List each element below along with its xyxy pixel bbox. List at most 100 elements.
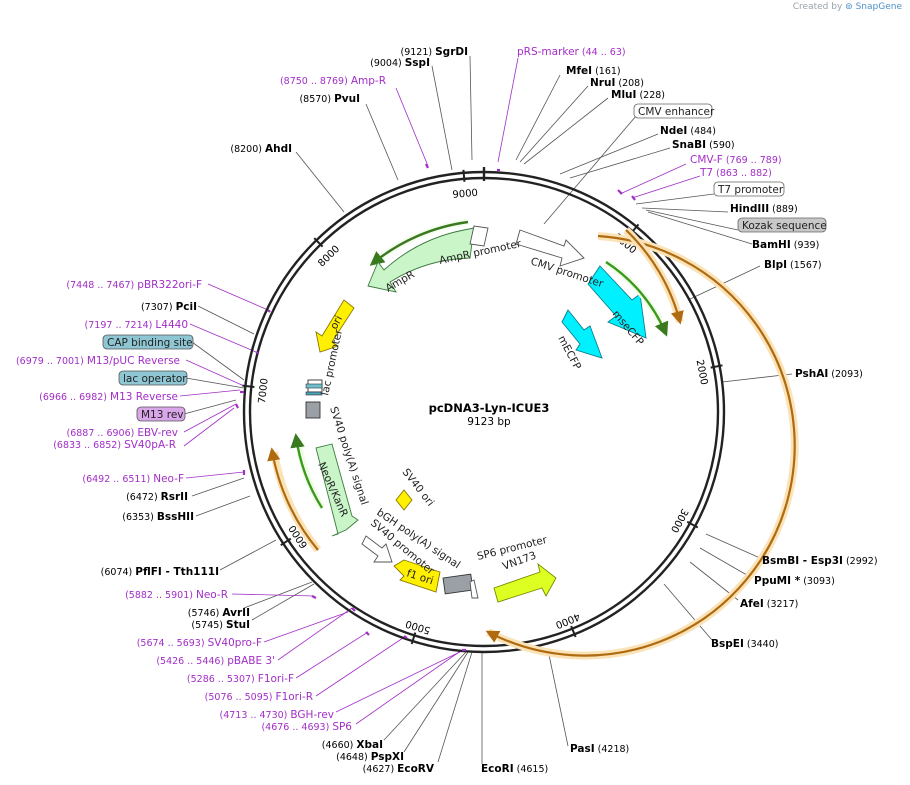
enzyme-27: (7307) PciI [141,301,197,313]
leader-bgh [335,649,465,713]
box-m13-rev: M13 rev [136,406,186,422]
leader-bsshii [195,495,251,517]
orange-orf-big [485,234,796,657]
primer-9: (6833 .. 6852) SV40pA-R [53,439,176,451]
enzyme-labels: (9121) SgrDI(9004) SspI(8570) PvuI(8200)… [101,46,878,775]
leader-t7 [631,175,701,199]
svg-text:M13 rev: M13 rev [141,409,184,421]
leader-t7-prom [635,193,715,205]
leader-l4440 [189,323,257,353]
enzyme-10: BamHI (939) [752,239,819,251]
enzyme-20: (4648) PspXI [336,751,404,763]
leader-pspxi [403,651,469,753]
boxed-labels: CMV enhancer T7 promoter Kozak sequence … [102,103,827,422]
enzyme-2: (8570) PvuI [299,93,360,105]
leader-pbabe [277,607,353,661]
lac-operator-block [305,391,323,396]
primer-markers [235,163,636,652]
leader-sspi [431,65,453,171]
leader-cmvf [619,163,687,195]
leader-ecorv [437,651,473,763]
bgh-polya-block [442,573,474,595]
tick-6000 [280,537,292,547]
enzyme-0: (9121) SgrDI [401,46,469,58]
primer-4: (7448 .. 7467) pBR322ori-F [66,279,202,291]
svg-text:T7 promoter: T7 promoter [717,184,784,196]
svg-text:Kozak sequence: Kozak sequence [742,220,827,232]
box-cmv-enhancer: CMV enhancer [633,103,715,119]
leader-stui [251,583,315,621]
tick-3000 [686,520,699,529]
leader-ebvrev [183,403,237,433]
primer-16: (4713 .. 4730) BGH-rev [220,709,334,721]
primer-mark-sv40 [235,403,239,409]
enzyme-8: SnaBI (590) [672,139,735,151]
primer-mark-pbr322 [267,309,271,313]
tick-9000 [462,169,466,182]
primer-mark-f1r [403,635,408,639]
svg-text:CMV enhancer: CMV enhancer [638,106,715,118]
primer-0: pRS-marker (44 .. 63) [517,46,626,58]
box-lac-operator: lac operator [118,370,188,386]
enzyme-24: (6074) PflFI - Tth111I [101,566,219,578]
primer-mark-neor [311,595,317,599]
leader-pflfi [219,539,277,571]
enzyme-13: BsmBI - Esp3I (2992) [762,555,878,567]
enzyme-12: PshAI (2093) [795,368,863,380]
enzyme-22: (5745) StuI [191,619,250,631]
mecfp-arrow [561,309,603,359]
leader-prs [497,57,519,163]
enzyme-25: (6353) BssHII [122,511,194,523]
tick-label-7000: 7000 [257,378,271,404]
tick-5000 [410,632,417,645]
leader-bspei [663,583,713,641]
leader-ndei [559,133,659,175]
tick-label-8000: 8000 [316,244,342,270]
plasmid-size: 9123 bp [467,416,511,428]
enzyme-19: (4627) EcoRV [363,763,435,775]
leader-hindiii [641,207,729,213]
sv40-polya-block [305,401,321,419]
neo-orf-arc [290,433,324,509]
enzyme-7: NdeI (484) [660,125,716,137]
vn173-arrow [493,562,557,603]
leader-pasi [547,649,569,747]
leader-kozak [645,209,739,231]
leader-m13puc [185,359,245,387]
orange-orf-small [625,229,684,325]
primer-mark-l4440 [255,351,259,354]
leader-ahdi [295,151,345,213]
leader-m13reverse [179,389,241,397]
msecfp-arrow [587,265,647,339]
enzyme-4: MfeI (161) [566,65,621,77]
primer-13: (5426 .. 5446) pBABE 3' [156,655,275,667]
leader-xbai [383,651,467,741]
enzyme-21: (4660) XbaI [322,739,383,751]
box-t7-promoter: T7 promoter [713,181,785,197]
leader-pbr322 [207,283,269,311]
primer-8: (6887 .. 6906) EBV-rev [66,427,178,439]
orange-orf-left [267,447,319,551]
primer-12: (5674 .. 5693) SV40pro-F [137,637,262,649]
leader-pvui [365,103,399,181]
ampr-promoter-arrow [469,225,489,247]
ori-arrow [315,299,355,353]
leader-pcii [197,305,255,335]
leader-nrui [519,85,589,163]
enzyme-17: PasI (4218) [570,743,629,755]
leader-snabi [569,147,671,179]
ampr-orf-arc [369,220,469,266]
svg-text:CAP binding site: CAP binding site [107,337,193,349]
enzyme-14: PpuMI * (3093) [754,575,835,587]
leader-bsmbi [705,533,761,559]
leader-cmv-enh [543,115,637,225]
sv40-promoter-arrow [361,535,393,563]
primer-mark-cmvf [617,189,623,195]
leader-ppumi [699,547,753,579]
primer-1: (8750 .. 8769) Amp-R [280,75,386,87]
tick-label-9000: 9000 [452,188,478,201]
plasmid-name: pcDNA3-Lyn-ICUE3 [429,401,550,415]
primer-mark-t7 [631,195,636,201]
neor-kanr-arrow [315,443,359,537]
cap-block [305,383,323,389]
